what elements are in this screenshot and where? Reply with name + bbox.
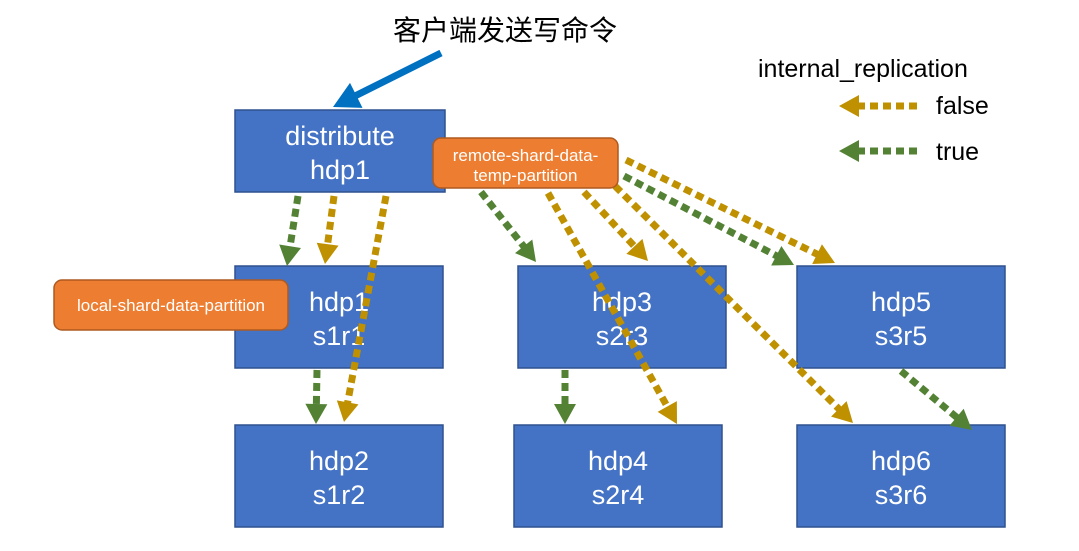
node-line1: distribute bbox=[285, 121, 395, 151]
legend-true-label: true bbox=[936, 138, 979, 166]
arrow-false-distribute-to-s1r1 bbox=[316, 195, 339, 264]
legend-false-arrow-head bbox=[839, 95, 859, 117]
legend-false-label: false bbox=[936, 92, 989, 120]
arrow-true-s3r5-to-s3r6-head bbox=[949, 408, 972, 430]
node-line1: hdp4 bbox=[588, 446, 648, 476]
arrow-false-distribute-to-s1r2-head bbox=[336, 400, 359, 422]
node-hdp2-s1r2: hdp2 s1r2 bbox=[234, 424, 444, 528]
node-line2: s3r5 bbox=[875, 321, 928, 351]
label-box bbox=[432, 137, 619, 189]
arrow-false-distribute-to-s1r2 bbox=[336, 195, 390, 422]
arrow-true-remote-to-s3r5-head bbox=[771, 245, 794, 266]
arrow-false-remote-to-s3r5-head bbox=[812, 244, 835, 265]
arrow-true-s1r1-to-s1r2-head bbox=[305, 403, 328, 424]
label-line1: remote-shard-data- bbox=[453, 146, 599, 165]
arrow-true-remote-to-s2r3-head bbox=[514, 239, 536, 262]
arrow-false-remote-to-s3r5 bbox=[624, 156, 835, 265]
client-write-arrow bbox=[333, 49, 443, 108]
arrow-true-s2r3-to-s2r4-head bbox=[554, 404, 576, 424]
node-line1: hdp3 bbox=[592, 287, 652, 317]
arrow-false-distribute-to-s1r1-shaft bbox=[323, 195, 338, 247]
arrow-false-remote-to-s3r5-shaft bbox=[624, 156, 821, 259]
node-hdp5-s3r5: hdp5 s3r5 bbox=[796, 265, 1006, 369]
arrow-true-s1r1-to-s1r2 bbox=[305, 369, 328, 424]
arrow-false-remote-to-s2r3-head bbox=[626, 238, 648, 261]
node-line2: s1r2 bbox=[313, 480, 366, 510]
arrow-false-remote-to-s3r6-shaft bbox=[612, 183, 843, 413]
node-hdp4-s2r4: hdp4 s2r4 bbox=[513, 424, 723, 528]
node-hdp3-s2r3: hdp3 s2r3 bbox=[517, 265, 727, 369]
arrow-false-remote-to-s3r6 bbox=[612, 183, 853, 423]
node-line2: s3r6 bbox=[875, 480, 928, 510]
diagram-title: 客户端发送写命令 bbox=[393, 14, 617, 47]
arrow-false-remote-to-s2r4-head bbox=[657, 401, 677, 424]
node-line2: s2r3 bbox=[596, 321, 649, 351]
node-line1: hdp1 bbox=[309, 287, 369, 317]
arrow-false-distribute-to-s1r2-shaft bbox=[343, 195, 390, 405]
replication-arrows bbox=[279, 156, 972, 430]
arrow-true-s3r5-to-s3r6 bbox=[898, 368, 972, 430]
arrow-false-remote-to-s2r3 bbox=[581, 189, 648, 261]
client-arrow-shape bbox=[333, 49, 443, 108]
node-line1: hdp5 bbox=[871, 287, 931, 317]
node-box bbox=[234, 424, 444, 528]
legend-title: internal_replication bbox=[758, 55, 968, 83]
arrow-false-remote-to-s3r6-head bbox=[831, 401, 853, 423]
node-line1: hdp2 bbox=[309, 446, 369, 476]
arrow-true-s1r1-to-s1r2-shaft bbox=[312, 369, 321, 407]
legend-arrows bbox=[839, 95, 917, 162]
legend-true-arrow bbox=[839, 140, 917, 162]
legend-false-arrow bbox=[839, 95, 917, 117]
arrow-true-distribute-to-s1r1 bbox=[279, 195, 302, 266]
client-arrow-shape-head bbox=[333, 82, 363, 108]
node-box bbox=[517, 265, 727, 369]
arrow-true-s2r3-to-s2r4 bbox=[554, 370, 576, 424]
local-shard-data-partition-label: local-shard-data-partition bbox=[53, 279, 289, 331]
arrow-false-remote-to-s2r4 bbox=[544, 191, 677, 424]
node-box bbox=[796, 424, 1006, 528]
arrow-true-remote-to-s2r3-shaft bbox=[478, 189, 528, 251]
arrow-true-remote-to-s3r5 bbox=[622, 172, 794, 266]
node-box bbox=[513, 424, 723, 528]
client-arrow-shape-shaft bbox=[352, 49, 443, 100]
arrow-true-s3r5-to-s3r6-shaft bbox=[898, 368, 961, 422]
partition-labels: remote-shard-data- temp-partition local-… bbox=[53, 137, 619, 331]
node-line2: s2r4 bbox=[592, 480, 645, 510]
node-box bbox=[796, 265, 1006, 369]
node-line2: hdp1 bbox=[310, 155, 370, 185]
legend-true-arrow-head bbox=[839, 140, 859, 162]
arrow-true-distribute-to-s1r1-shaft bbox=[286, 195, 302, 249]
node-hdp6-s3r6: hdp6 s3r6 bbox=[796, 424, 1006, 528]
legend: internal_replication false true bbox=[758, 55, 989, 166]
arrow-false-distribute-to-s1r1-head bbox=[316, 242, 339, 264]
node-distribute-hdp1: distribute hdp1 bbox=[234, 109, 446, 193]
arrow-true-distribute-to-s1r1-head bbox=[279, 244, 301, 266]
remote-shard-data-temp-partition-label: remote-shard-data- temp-partition bbox=[432, 137, 619, 189]
arrow-false-remote-to-s2r4-shaft bbox=[544, 191, 672, 410]
node-line1: hdp6 bbox=[871, 446, 931, 476]
label-text: local-shard-data-partition bbox=[77, 296, 265, 315]
label-line2: temp-partition bbox=[474, 166, 578, 185]
node-line2: s1r1 bbox=[313, 321, 366, 351]
label-box bbox=[53, 279, 289, 331]
arrow-true-remote-to-s3r5-shaft bbox=[622, 172, 780, 260]
arrow-true-remote-to-s2r3 bbox=[478, 189, 536, 262]
